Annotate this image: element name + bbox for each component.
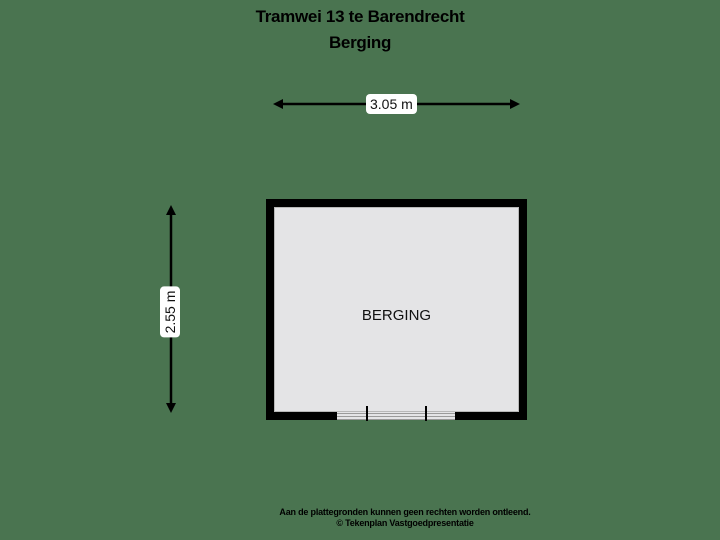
door-post [425, 406, 427, 421]
room-label: BERGING [361, 307, 432, 324]
width-dimension-label: 3.05 m [366, 94, 417, 114]
door-post [366, 406, 368, 421]
door-opening [337, 406, 455, 421]
door-line [337, 416, 455, 417]
footer-disclaimer: Aan de plattegronden kunnen geen rechten… [279, 507, 531, 517]
room-berging [274, 207, 519, 412]
height-dimension-label: 2.55 m [160, 286, 180, 338]
door-line [337, 419, 455, 420]
footer-copyright: © Tekenplan Vastgoedpresentatie [336, 518, 474, 528]
floorplan-subtitle: Berging [328, 33, 392, 52]
floorplan-title: Tramwei 13 te Barendrecht [255, 7, 465, 26]
door-line [337, 413, 455, 414]
